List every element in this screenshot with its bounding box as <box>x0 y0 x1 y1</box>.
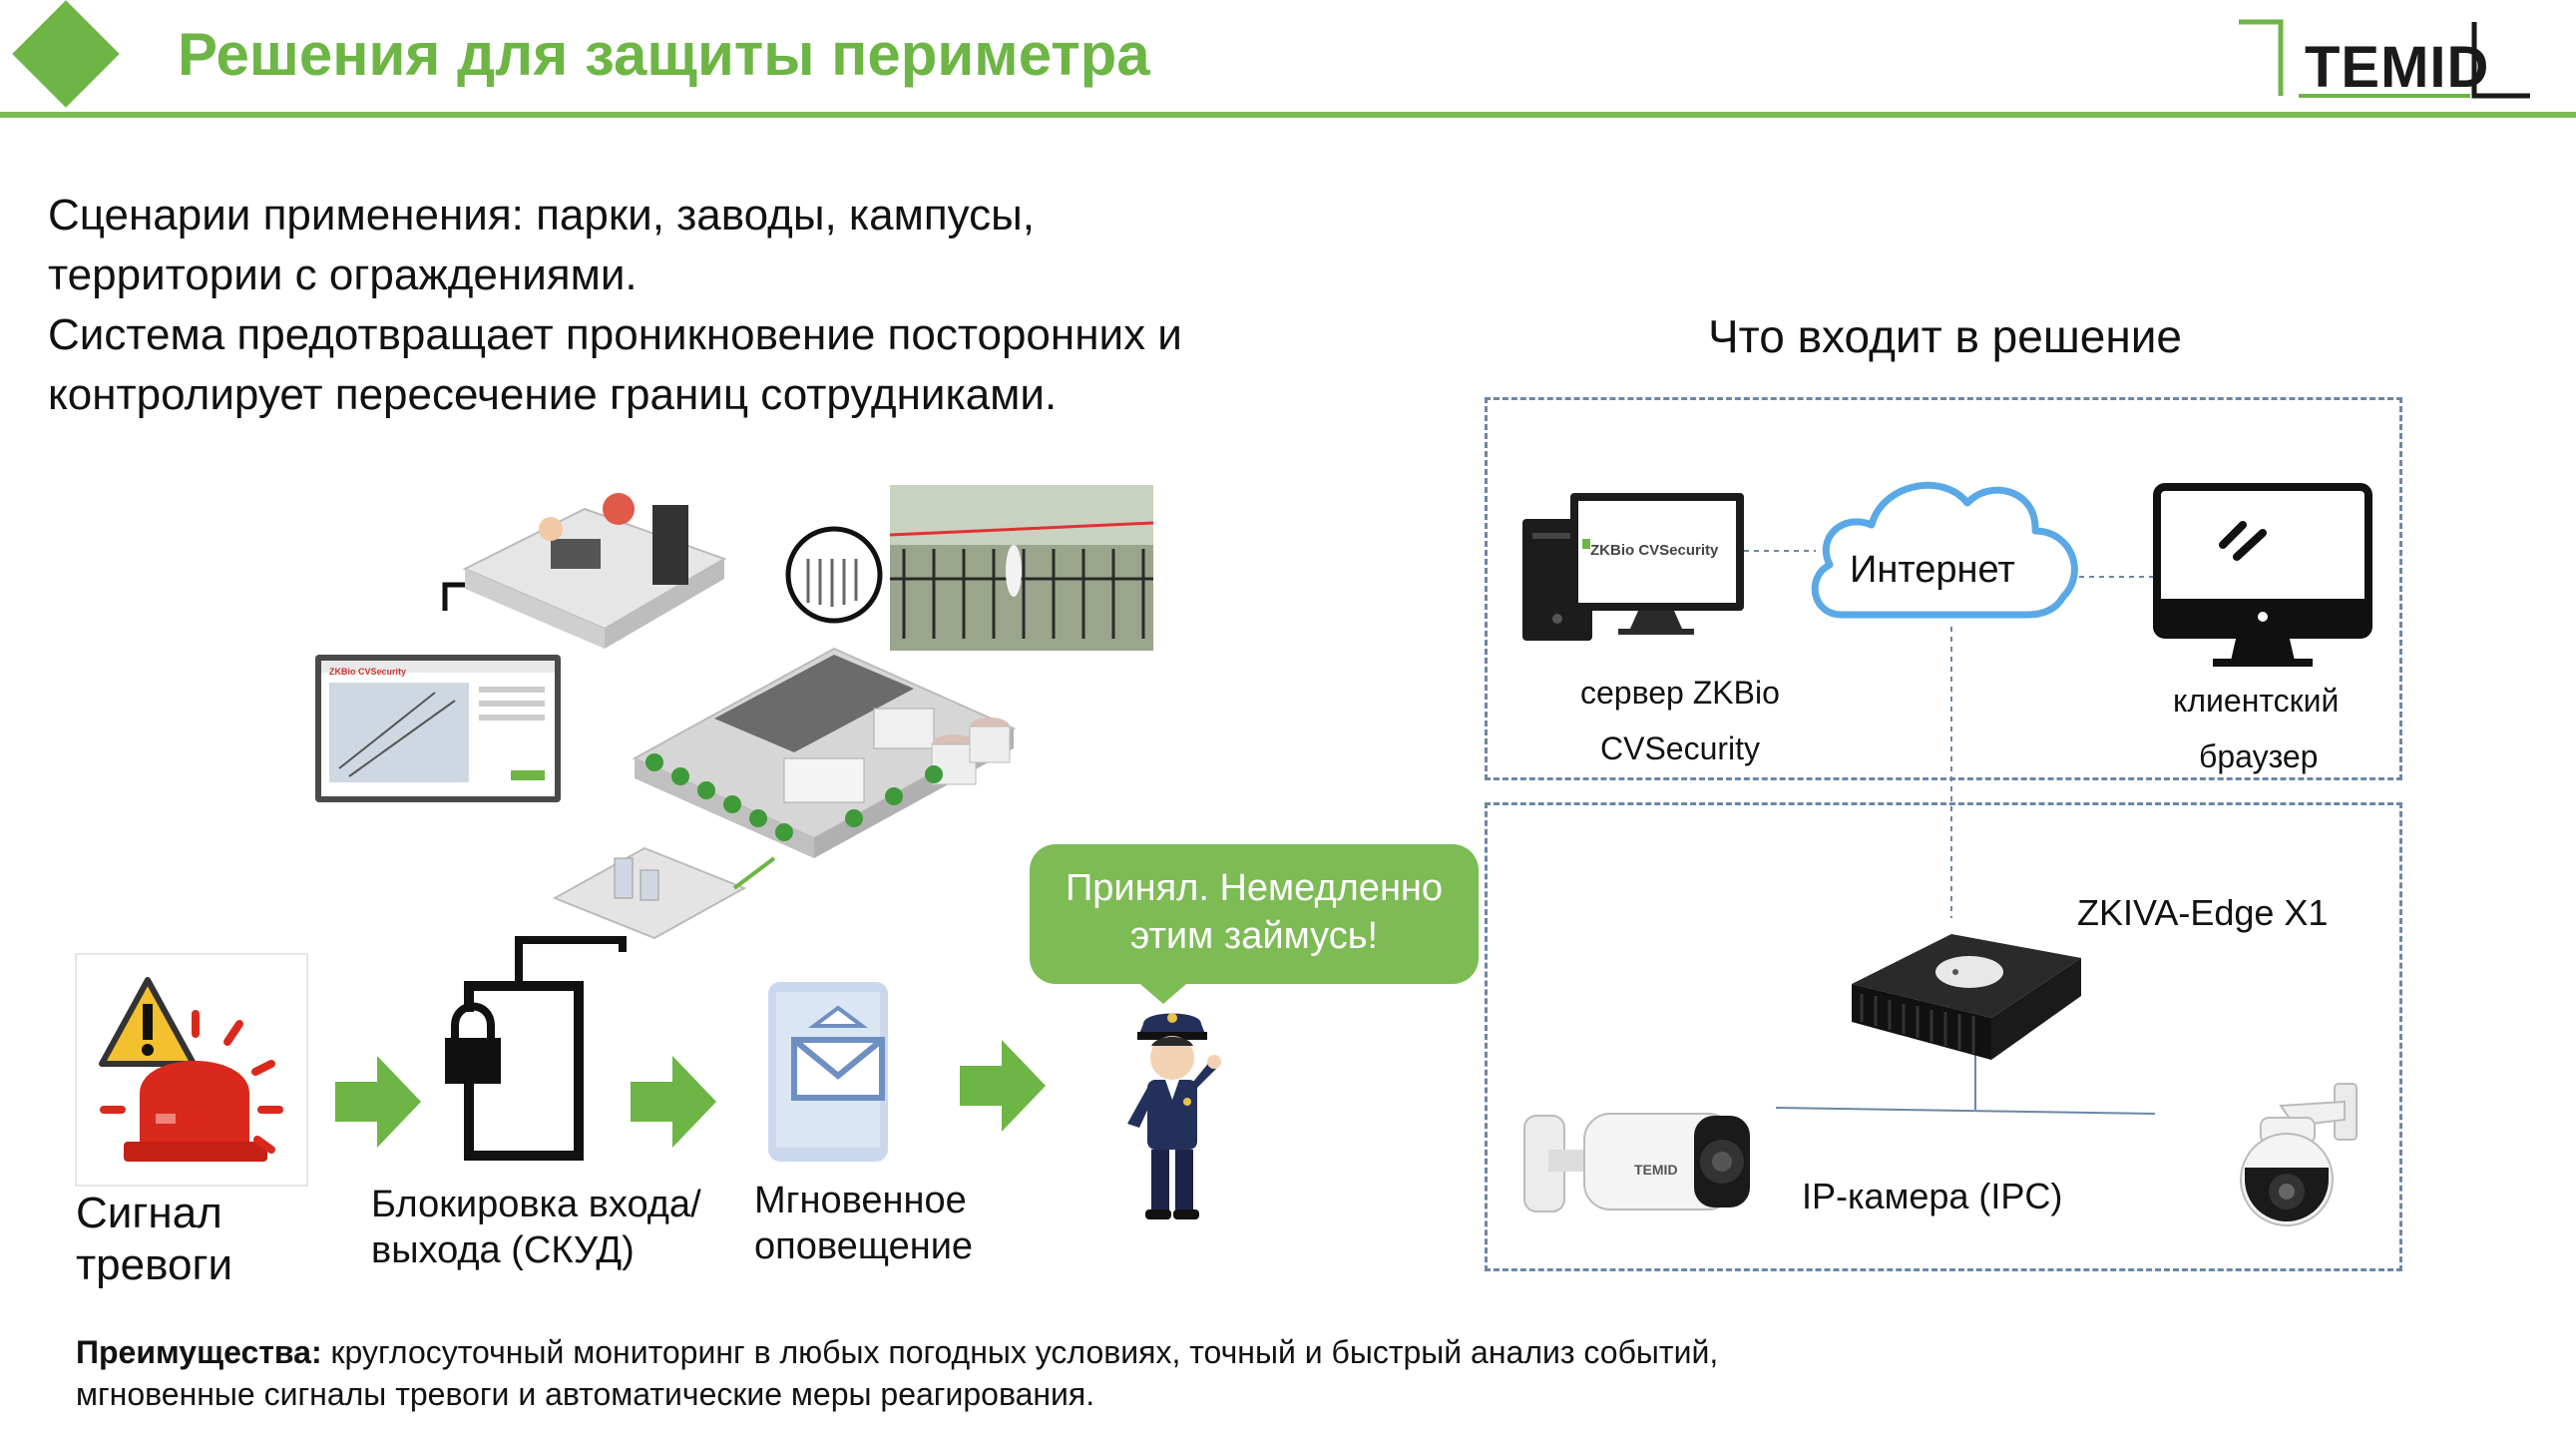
intro-text: Сценарии применения: парки, заводы, камп… <box>48 186 1524 425</box>
server-label-2: CVSecurity <box>1600 730 1761 766</box>
cloud-icon <box>1811 481 2078 619</box>
cloud-section-box <box>1485 397 2402 780</box>
step-lock-line1: Блокировка входа/ <box>371 1184 701 1225</box>
security-guard-icon <box>1127 1013 1221 1219</box>
alarm-beacon-icon <box>75 953 308 1187</box>
footer-bold: Преимущества: <box>76 1334 322 1370</box>
step-lock-line2: выхода (СКУД) <box>371 1229 635 1271</box>
bubble-line: этим займусь! <box>1129 915 1379 957</box>
server-label-1: сервер ZKBio <box>1580 675 1780 711</box>
arrow-right-icon <box>335 1056 421 1148</box>
step-notify-line1: Мгновенное <box>754 1180 967 1221</box>
speech-bubble-tail <box>1133 978 1193 1004</box>
speech-bubble <box>1030 844 1479 984</box>
nvr-device-icon <box>1852 934 2081 1060</box>
internet-label: Интернет <box>1850 549 2015 591</box>
bullet-camera-icon <box>1523 1113 1750 1212</box>
logo-frame-icon <box>2239 19 2530 99</box>
page-header: Решения для защиты периметра <box>0 0 2576 120</box>
monitor-heading: ZKBio CVSecurity <box>329 667 407 677</box>
factory-scene-illustration <box>315 485 1154 940</box>
camera-brand-text: TEMID <box>1634 1162 1678 1178</box>
footer-line-1: Преимущества: круглосуточный мониторинг … <box>76 1331 2071 1373</box>
footer-text: круглосуточный мониторинг в любых погодн… <box>321 1334 1719 1370</box>
temid-logo: TEMID <box>2235 18 2534 104</box>
intro-line: контролирует пересечение границ сотрудни… <box>48 370 1058 419</box>
footer-line-2: мгновенные сигналы тревоги и автоматичес… <box>76 1376 1095 1412</box>
bubble-line: Принял. Немедленно <box>1065 867 1444 909</box>
step-alarm-line2: тревоги <box>76 1240 233 1289</box>
solution-title: Что входит в решение <box>1708 310 2183 362</box>
header-divider <box>0 112 2576 118</box>
client-label-1: клиентский <box>2173 683 2340 719</box>
step-lock-label: Блокировка входа/ выхода (СКУД) <box>371 1182 701 1273</box>
camera-label: IP-камера (IPC) <box>1802 1176 2063 1216</box>
step-notify-line2: оповещение <box>754 1225 974 1267</box>
ptz-camera-icon <box>2240 1083 2358 1226</box>
page-title: Решения для защиты периметра <box>178 21 1150 88</box>
advantages-footer: Преимущества: круглосуточный мониторинг … <box>76 1331 2071 1415</box>
logo-text: TEMID <box>2305 35 2490 100</box>
server-workstation-icon <box>1522 493 1744 641</box>
nvr-label: ZKIVA-Edge X1 <box>2077 892 2329 933</box>
server-screen-text: ZKBio CVSecurity <box>1590 542 1719 559</box>
step-alarm-line1: Сигнал <box>76 1189 222 1237</box>
arrow-right-icon <box>960 1040 1046 1132</box>
client-monitor-icon <box>2153 483 2372 667</box>
step-notify-label: Мгновенное оповещение <box>754 1178 973 1269</box>
intro-line: Система предотвращает проникновение пост… <box>48 310 1182 359</box>
intro-line: Сценарии применения: парки, заводы, камп… <box>48 191 1036 240</box>
lock-door-icon <box>445 936 627 1161</box>
client-label-2: браузер <box>2199 738 2319 774</box>
speech-bubble-text: Принял. Немедленно этим займусь! <box>1030 864 1479 960</box>
intro-line: территории с ограждениями. <box>48 250 638 299</box>
message-envelope-icon <box>768 982 888 1162</box>
arrow-right-icon <box>631 1056 716 1148</box>
edge-section-box <box>1485 802 2402 1271</box>
step-alarm-label: Сигнал тревоги <box>76 1188 232 1291</box>
